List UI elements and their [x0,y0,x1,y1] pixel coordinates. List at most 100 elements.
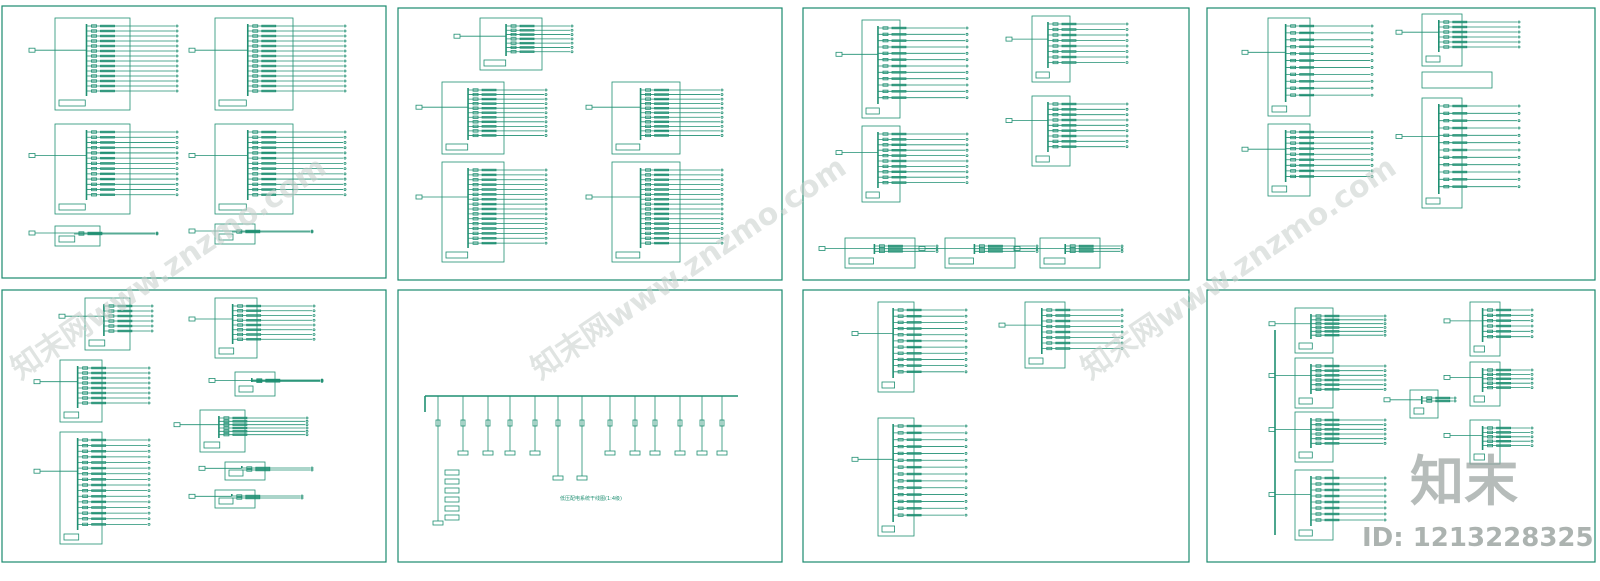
s8-board-g-feeder-label [1496,426,1511,430]
s1-board-b-feeder-terminal [343,89,347,93]
s5-board-e-feeder-label [232,423,248,426]
s8-board-d-feeder-label [1324,476,1340,480]
s4-board-d-feeder-breaker [1443,163,1450,167]
s8-board-d-feeder-terminal [1383,482,1387,486]
s1-board-b-feeder-breaker [252,69,259,73]
s3-board-d-feeder-terminal [1125,118,1129,122]
s1-board-d-feeder-breaker [252,161,259,165]
s4-board-d-feeder-breaker [1443,126,1450,130]
s7-board-c-feeder-terminal [964,486,968,490]
s4-board-a-feeder-breaker [1290,52,1297,56]
s6-riser-breaker [485,419,491,427]
s5-board-c-feeder-label [91,381,107,385]
s8-board-e-feeder-terminal [1530,313,1534,317]
s2-board-e-feeder-terminal [720,173,724,177]
s5-board-e-feeder-label [232,430,248,433]
s1-board-d-incoming-breaker [188,153,196,158]
s1-board-a-feeder-label [100,54,115,58]
s3-board-a-feeder-breaker [882,45,889,49]
s2-board-a-feeder-breaker [510,37,517,41]
s8-board-g-feeder-breaker [1487,430,1493,435]
s3-board-a-feeder-terminal [965,39,969,43]
s7-board-b-feeder-label [1055,341,1071,345]
s8-board-e-feeder-breaker [1487,335,1493,339]
s4-board-b-feeder-terminal [1517,35,1521,39]
s8-board-b-feeder-breaker [1315,383,1322,387]
s6-riser-breaker [632,419,638,427]
s2-board-d-feeder-terminal [544,231,548,235]
s4-board-c-feeder-label [1299,141,1315,145]
s1-board-a-feeder-label [100,79,115,83]
s1-board-c-feeder-label [100,141,115,144]
s7-board-a-feeder-breaker [897,357,904,362]
s3-board-c-feeder-breaker [882,137,889,141]
s5-board-f-feeder-label [91,495,107,498]
s2-board-e-feeder-label [654,207,669,211]
s2-board-b-feeder-terminal [544,124,548,128]
s2-board-d-feeder-label [481,198,497,201]
s7-board-c-feeder-breaker [897,431,904,435]
s4-board-d-feeder-terminal [1517,185,1521,189]
s3-board-a-feeder-breaker [882,70,889,74]
s2-board-e-feeder-label [654,178,669,181]
s4-board-c-feeder-terminal [1370,175,1374,178]
s8-board-a-feeder-terminal [1383,322,1387,326]
s2-board-e-feeder-breaker [645,183,651,187]
s3-board-b-feeder-label [1061,61,1077,64]
s1-board-b-feeder-terminal [343,39,347,43]
s1-board-d-feeder-terminal [343,135,347,139]
s4-board-a-feeder-breaker [1290,38,1297,42]
s3-board-a-enclosure [861,19,901,119]
s8-board-e-feeder-label [1496,308,1511,312]
s1-board-d-feeder-breaker [252,177,259,181]
s2-board-c-feeder-label [654,102,669,105]
s6-riser-breaker [435,419,441,427]
s7-board-b-feeder-breaker [1046,330,1053,334]
s8-board-d-feeder-breaker [1315,482,1322,486]
s1-board-c-feeder-label [100,188,115,191]
s7-board-a-feeder-terminal [964,364,968,368]
s6-riser-box [504,450,516,456]
s3-board-a-feeder-breaker [882,26,889,30]
s4-board-b-feeder-breaker [1443,25,1450,29]
s2-board-b-feeder-terminal [544,88,548,92]
s1-board-b-feeder-terminal [343,59,347,63]
s8-board-e-feeder-breaker [1487,308,1493,312]
s3-board-d-feeder-label [1061,113,1077,116]
s5-board-f-feeder-breaker [82,522,89,526]
s1-board-d-title-block [218,203,247,211]
s4-board-a-feeder-terminal [1370,72,1374,76]
s2-board-e-feeder-label [654,212,669,216]
s8-board-g-feeder-breaker [1487,443,1493,448]
s5-board-f-feeder-breaker [82,466,89,470]
s7-board-a-feeder-label [906,308,922,312]
s2-board-b-feeder-label [481,88,497,92]
s5-board-a-feeder-terminal [150,309,154,313]
s7-board-b-feeder-label [1055,336,1071,339]
s2-board-c-feeder-terminal [720,111,724,115]
s8-board-f-feeder-breaker [1487,377,1493,381]
s5-board-b-feeder-terminal [312,323,316,327]
s2-board-b-feeder-breaker [472,133,479,138]
s8-board-a-feeder-terminal [1383,326,1387,329]
s1-board-b-feeder-terminal [343,74,347,78]
s5-board-f-feeder-terminal [147,449,151,453]
s2-board-d-feeder-label [481,188,497,191]
s4-board-d-feeder-breaker [1443,141,1450,145]
s2-board-d-feeder-terminal [544,202,548,206]
s3-board-a-incoming-breaker [835,51,843,57]
s5-board-b-feeder-label [246,314,262,317]
s2-board-c-feeder-breaker [645,120,651,124]
s8-board-b-feeder-terminal [1383,378,1387,382]
s3-board-g-incoming-breaker [1013,246,1021,251]
s8-board-h-feeder-label [1435,396,1451,400]
s1-board-c-feeder-terminal [175,161,179,165]
s5-board-a-feeder-terminal [150,329,154,333]
s3-board-c-feeder-terminal [965,148,969,152]
s1-board-c-feeder-terminal [175,172,179,176]
s7-board-a-feeder-terminal [964,358,968,361]
sheet-frames [1,5,1596,563]
s5-board-h-feeder-breaker [236,496,243,500]
s5-board-b-feeder-terminal [312,318,316,322]
s2-board-c-feeder-breaker [645,133,651,138]
